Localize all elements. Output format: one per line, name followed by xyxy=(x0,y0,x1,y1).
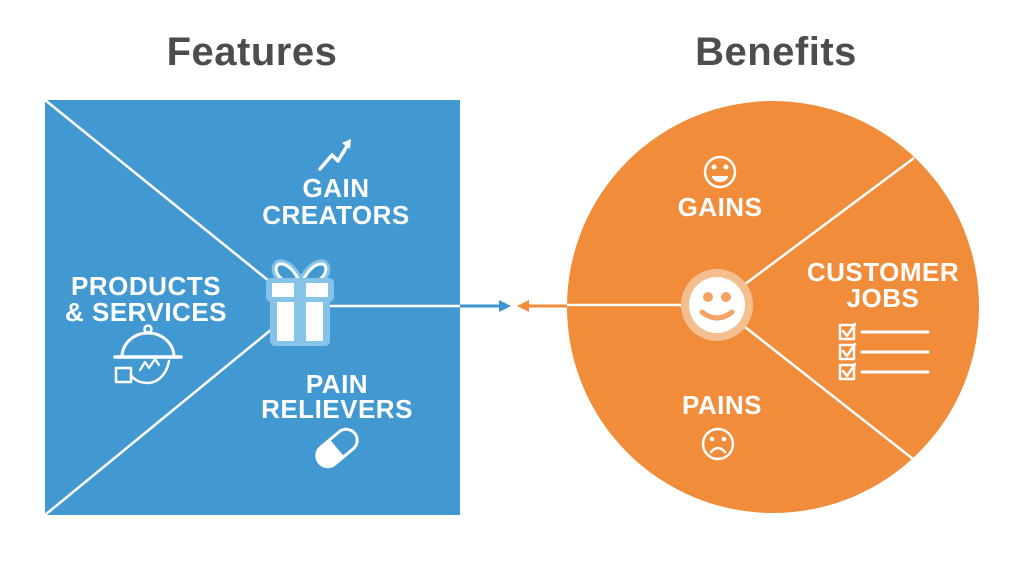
sad-face-icon xyxy=(701,427,735,461)
customer-jobs-label-line1: CUSTOMER xyxy=(807,257,959,287)
products-services-label-line2: & SERVICES xyxy=(65,297,227,327)
orange-arrow-left xyxy=(517,300,568,312)
checklist-icon xyxy=(838,322,930,381)
smiley-face-icon xyxy=(681,269,753,341)
serving-dish-icon xyxy=(113,324,183,385)
benefits-circle: GAINS CUSTOMER JOBS PAINS xyxy=(567,101,979,513)
features-square-shape xyxy=(45,100,460,515)
features-title: Features xyxy=(166,30,338,74)
customer-jobs-label-line2: JOBS xyxy=(847,283,920,313)
growth-arrow-icon xyxy=(318,139,351,171)
features-square: GAIN CREATORS PRODUCTS & SERVICES PAIN R… xyxy=(44,99,460,516)
happy-face-icon xyxy=(703,155,737,189)
pain-relievers-label-line2: RELIEVERS xyxy=(261,394,413,424)
pain-relievers-label-line1: PAIN xyxy=(306,369,368,399)
pains-label: PAINS xyxy=(682,390,762,420)
gain-creators-label-line2: CREATORS xyxy=(262,200,410,230)
products-services-label-line1: PRODUCTS xyxy=(71,271,221,301)
gift-icon xyxy=(266,259,334,346)
gain-creators-label-line1: GAIN xyxy=(303,173,370,203)
pill-icon xyxy=(315,427,359,469)
blue-arrow-right xyxy=(460,300,511,312)
benefits-title: Benefits xyxy=(695,30,857,74)
gains-label: GAINS xyxy=(678,192,763,222)
benefits-circle-shape xyxy=(567,101,979,513)
